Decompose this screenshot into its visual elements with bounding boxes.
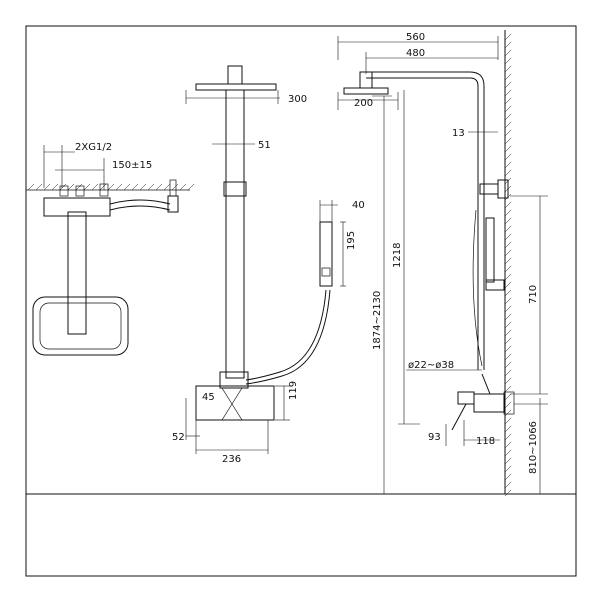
drawing-frame <box>25 25 577 577</box>
inlet-spacing-label: 150±15 <box>112 160 152 171</box>
arm-reach-label: 480 <box>406 48 425 59</box>
handle-angle-label: 45 <box>202 392 215 403</box>
head-offset-label: 200 <box>354 98 373 109</box>
pipe-dia-label: ø22~ø38 <box>408 360 454 371</box>
rail-height-label: 1218 <box>392 243 403 268</box>
tube-gap-label: 13 <box>452 128 465 139</box>
valve-height-label: 119 <box>288 381 299 400</box>
valve-proj-label: 118 <box>476 436 495 447</box>
front-view: 300 51 40 195 45 119 <box>172 65 365 465</box>
side-view: 560 480 200 13 710 1874~2130 <box>337 32 548 495</box>
height-range-label: 1874~2130 <box>372 291 383 350</box>
valve-depth-label: 93 <box>428 432 441 443</box>
rail-dia-label: 51 <box>258 140 271 151</box>
hand-length-label: 195 <box>346 231 357 250</box>
hand-width-label: 40 <box>352 200 365 211</box>
inlet-thread-label: 2XG1/2 <box>75 142 112 153</box>
width-total-label: 560 <box>406 32 425 43</box>
bracket-span-label: 710 <box>528 285 539 304</box>
valve-width-label: 236 <box>222 454 241 465</box>
top-view: 2XG1/2 150±15 <box>26 142 195 356</box>
head-size-label: 300 <box>288 94 307 105</box>
valve-offset-label: 52 <box>172 432 185 443</box>
wall-hatching <box>504 30 512 497</box>
install-height-label: 810~1066 <box>528 421 539 474</box>
